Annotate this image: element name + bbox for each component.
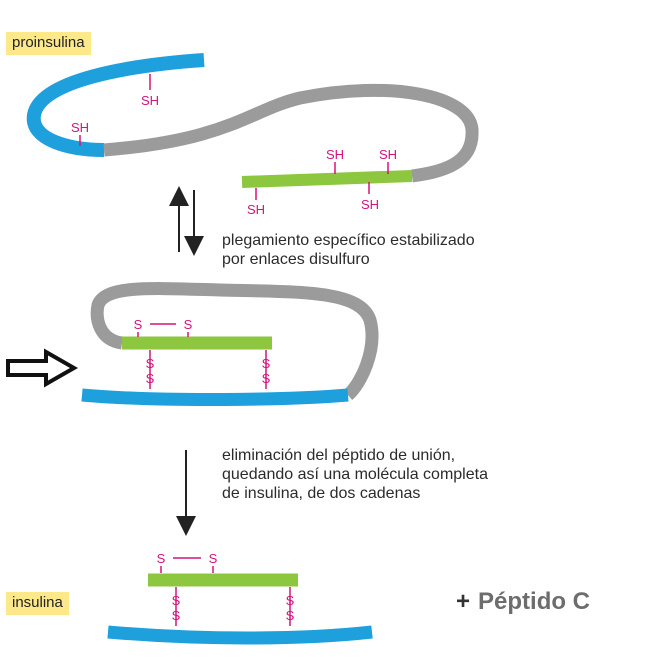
- peptido-c-text: Péptido C: [478, 588, 591, 615]
- b-chain-bottom: [107, 625, 373, 645]
- sh-group: SH: [141, 93, 159, 108]
- a-chain-top: [241, 170, 413, 188]
- caption-line: de insulina, de dos cadenas: [222, 485, 421, 502]
- sulfur-atom: S: [262, 371, 271, 386]
- insulina-label: insulina: [6, 592, 69, 615]
- sulfur-atom: S: [286, 593, 295, 608]
- b-chain-top: [26, 53, 205, 157]
- sulfur-atom: S: [262, 356, 271, 371]
- sh-group: SH: [247, 202, 265, 217]
- plus-sign: +: [456, 588, 471, 615]
- sh-group: SH: [326, 147, 344, 162]
- sh-group: SH: [361, 197, 379, 212]
- sh-group: SH: [379, 147, 397, 162]
- hollow-right-arrow-icon: [6, 348, 79, 388]
- caption-line: plegamiento específico estabilizado: [222, 232, 475, 249]
- folding-caption: plegamiento específico estabilizado por …: [222, 231, 475, 269]
- sulfur-atom: S: [172, 608, 181, 623]
- c-peptide-middle: [90, 282, 379, 400]
- sulfur-atom: S: [134, 317, 143, 332]
- peptido-c-label: + Péptido C: [456, 588, 590, 616]
- removal-caption: eliminación del péptido de unión, quedan…: [222, 446, 488, 503]
- caption-line: quedando así una molécula completa: [222, 466, 488, 483]
- sulfur-atom: S: [286, 608, 295, 623]
- proinsulina-label: proinsulina: [6, 32, 91, 55]
- double-vertical-arrow-icon: [169, 186, 204, 256]
- caption-line: eliminación del péptido de unión,: [222, 447, 456, 464]
- sulfur-atom: S: [157, 551, 166, 566]
- sulfur-atom: S: [146, 356, 155, 371]
- sulfur-atom: S: [146, 371, 155, 386]
- sulfur-atom: S: [209, 551, 218, 566]
- sh-group: SH: [71, 120, 89, 135]
- caption-line: por enlaces disulfuro: [222, 251, 370, 268]
- sulfur-atom: S: [184, 317, 193, 332]
- b-chain-middle: [81, 388, 349, 407]
- c-peptide-top: [103, 83, 479, 183]
- sulfur-atom: S: [172, 593, 181, 608]
